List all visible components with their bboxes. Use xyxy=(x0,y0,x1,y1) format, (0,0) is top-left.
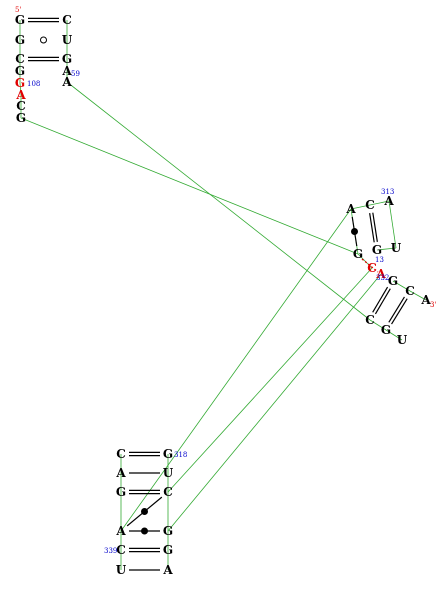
nucleotide-b6: G xyxy=(353,247,363,261)
nucleotide-a11: G xyxy=(62,52,72,66)
backbone-line xyxy=(385,329,403,341)
backbone-line xyxy=(388,200,397,249)
nucleotide-b7: C xyxy=(367,261,377,275)
canonical-pair-line xyxy=(391,298,408,325)
backbone-lines xyxy=(19,20,427,570)
canonical-pair-line xyxy=(369,213,375,243)
residue-number-313: 313 xyxy=(381,188,394,196)
nucleotide-a1: G xyxy=(15,13,25,27)
nucleotide-a7: C xyxy=(16,99,26,113)
residue-number-339: 339 xyxy=(104,547,117,555)
backbone-line xyxy=(66,81,371,321)
nucleotide-b10: C xyxy=(405,284,415,298)
backbone-line xyxy=(167,273,382,532)
nucleotide-a5: G xyxy=(15,76,25,90)
nucleotide-b4: G xyxy=(372,243,382,257)
nucleotide-a3: C xyxy=(15,52,25,66)
nucleotide-c2: A xyxy=(115,466,126,480)
backbone-line xyxy=(376,247,397,251)
nucleotide-c4: A xyxy=(115,524,126,538)
nucleotide-c11: G xyxy=(163,543,173,557)
nucleotide-b9: G xyxy=(388,274,398,288)
nucleotide-b12: C xyxy=(365,313,375,327)
backbone-line xyxy=(409,290,427,301)
nucleotide-c12: A xyxy=(162,563,173,577)
nucleotide-b2: C xyxy=(365,198,375,212)
nucleotide-b1: A xyxy=(345,202,356,216)
nucleotide-a9: C xyxy=(62,13,72,27)
nucleotide-b11: A xyxy=(420,293,431,307)
nucleotide-a6: A xyxy=(15,88,26,102)
nucleotide-a2: G xyxy=(15,33,25,47)
canonical-pair-line xyxy=(374,288,391,315)
residue-number-108: 108 xyxy=(27,80,40,88)
nucleotide-b14: U xyxy=(397,333,408,347)
nucleotide-c10: G xyxy=(163,524,173,538)
noncanonical-pair-circle xyxy=(40,36,47,44)
nucleotide-c7: G xyxy=(163,447,173,461)
backbone-line xyxy=(392,280,411,292)
nucleotide-b5: U xyxy=(391,241,402,255)
nucleotide-c1: C xyxy=(116,447,126,461)
noncanonical-pair-dot xyxy=(351,228,358,235)
backbone-line xyxy=(369,319,387,331)
backbone-line xyxy=(350,204,371,210)
nucleotide-b8: A xyxy=(375,267,386,281)
backbone-line xyxy=(357,253,373,269)
nucleotide-c6: U xyxy=(116,563,127,577)
noncanonical-pair-dot xyxy=(141,508,148,515)
backbone-line xyxy=(369,200,390,206)
highlight-link xyxy=(361,258,379,273)
five-prime-label: 5' xyxy=(15,6,21,14)
canonical-pair-line xyxy=(372,212,378,242)
canonical-pair-line xyxy=(388,296,405,323)
residue-number-318: 318 xyxy=(174,451,187,459)
nucleotide-c8: U xyxy=(163,466,174,480)
nucleotide-c9: C xyxy=(163,485,173,499)
nucleotide-a8: G xyxy=(16,111,26,125)
three-prime-label: 3' xyxy=(430,301,436,309)
residue-number-332: 332 xyxy=(376,274,389,282)
nucleotide-a10: U xyxy=(62,33,73,47)
residue-number-59: 59 xyxy=(71,70,80,78)
canonical-pair-line xyxy=(372,286,389,313)
nucleotide-c5: C xyxy=(116,543,126,557)
backbone-line xyxy=(19,82,22,96)
noncanonical-pair-dot xyxy=(141,527,148,535)
base-pair-lines xyxy=(28,17,408,571)
nucleotide-b13: G xyxy=(381,323,391,337)
backbone-line xyxy=(167,267,373,493)
backbone-line xyxy=(20,117,359,255)
nucleotide-a12: A xyxy=(61,64,72,78)
nucleotide-a4: G xyxy=(15,64,25,78)
nucleotide-a13: A xyxy=(61,75,72,89)
backbone-line xyxy=(120,208,352,532)
residue-number-13: 13 xyxy=(375,256,384,264)
nucleotide-b3: A xyxy=(383,194,394,208)
nucleotide-c3: G xyxy=(116,485,126,499)
